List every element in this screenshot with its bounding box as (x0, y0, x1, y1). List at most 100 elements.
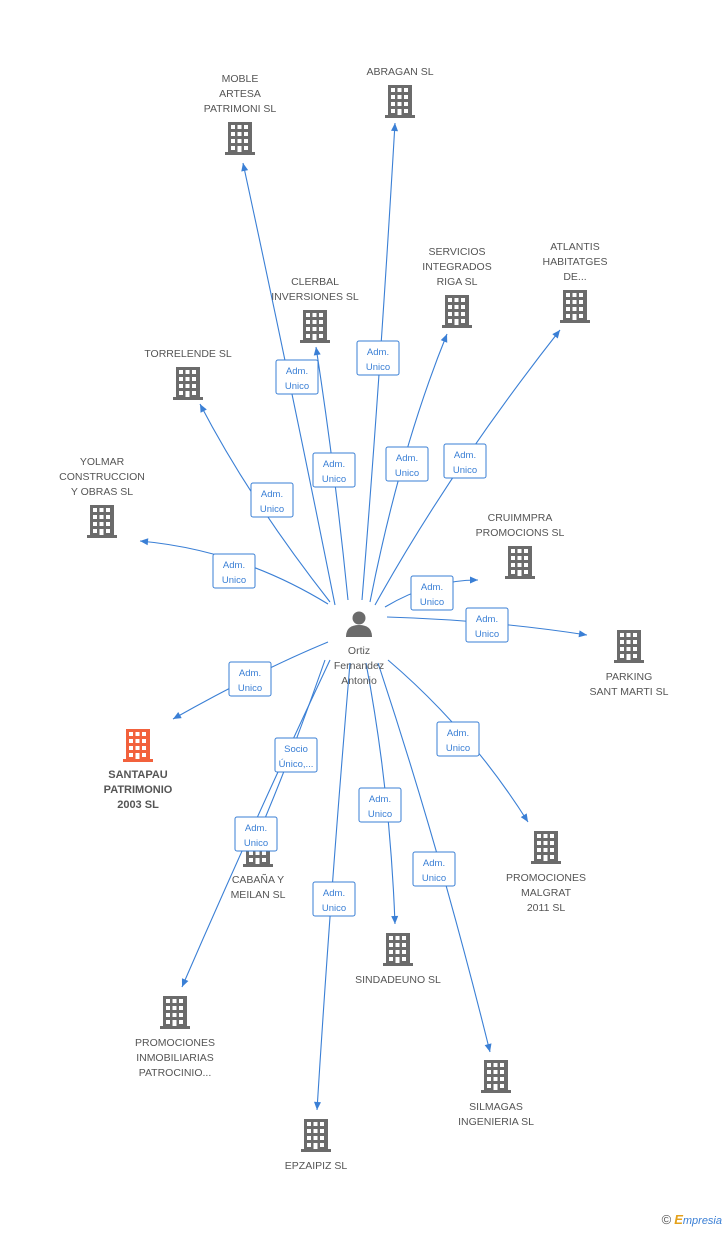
relation-badge-torrelende[interactable]: Adm.Unico (250, 482, 294, 518)
company-name-line: MALGRAT (521, 887, 572, 899)
company-name-line: TORRELENDE SL (144, 348, 231, 360)
building-icon[interactable] (383, 933, 413, 966)
relation-label-line: Único,... (279, 759, 314, 770)
person-name-line: Ortiz (348, 645, 370, 657)
badges-layer: Adm.UnicoAdm.UnicoAdm.UnicoAdm.UnicoAdm.… (212, 340, 509, 917)
company-name-line: MEILAN SL (231, 889, 286, 901)
arrowhead-santapau (173, 712, 182, 719)
relation-label-line: Unico (395, 468, 419, 479)
relation-label-line: Unico (475, 629, 499, 640)
building-icon[interactable] (301, 1119, 331, 1152)
relation-label-line: Adm. (476, 614, 498, 625)
company-name-line: SINDADEUNO SL (355, 974, 441, 986)
arrowhead-yolmar (140, 538, 149, 546)
relation-label-line: Unico (420, 597, 444, 608)
company-node-atlantis[interactable]: ATLANTISHABITATGESDE... (543, 241, 608, 323)
building-icon[interactable] (173, 367, 203, 400)
relation-badge-servicios[interactable]: Adm.Unico (385, 446, 429, 482)
building-icon[interactable] (385, 85, 415, 118)
relation-label-line: Unico (368, 809, 392, 820)
building-icon[interactable] (225, 122, 255, 155)
relation-label-line: Unico (446, 743, 470, 754)
relation-label-line: Adm. (323, 459, 345, 470)
relation-badge-promoinmo[interactable]: Adm.Unico (234, 816, 278, 852)
arrowhead-cruimmpra (470, 576, 478, 584)
company-name-line: CABAÑA Y (232, 873, 284, 886)
relation-badge-silmagas[interactable]: Adm.Unico (412, 851, 456, 887)
company-name-line: 2003 SL (117, 799, 159, 811)
arrowhead-sindadeuno (391, 915, 399, 924)
building-icon[interactable] (87, 505, 117, 538)
relation-badge-cabana[interactable]: SocioÚnico,... (274, 737, 318, 773)
building-icon[interactable] (123, 729, 153, 762)
company-name-line: INVERSIONES SL (271, 291, 359, 303)
company-name-line: MOBLE (222, 73, 259, 85)
company-name-line: PROMOCIONES (135, 1037, 215, 1049)
relation-badge-epzaipiz[interactable]: Adm.Unico (312, 881, 356, 917)
relation-badge-promalgrat[interactable]: Adm. Unico (436, 721, 480, 757)
company-name-line: YOLMAR (80, 456, 125, 468)
company-node-epzaipiz[interactable]: EPZAIPIZ SL (285, 1119, 348, 1172)
relation-label-line: Adm. (369, 794, 391, 805)
person-name-line: Antonio (341, 675, 377, 687)
person-icon[interactable] (346, 611, 372, 638)
relation-badge-moble[interactable]: Adm.Unico (275, 359, 319, 395)
relation-badge-cruimmpra[interactable]: Adm.Unico (410, 575, 454, 611)
company-node-abragan[interactable]: ABRAGAN SL (366, 66, 434, 118)
arrowhead-silmagas (484, 1043, 492, 1052)
company-name-line: SANT MARTI SL (590, 686, 669, 698)
relation-badge-sindadeuno[interactable]: Adm. Unico (358, 787, 402, 823)
company-name-line: CONSTRUCCION (59, 471, 145, 483)
company-name-line: ARTESA (219, 88, 261, 100)
relation-badge-santapau[interactable]: Adm.Unico (228, 661, 272, 697)
company-name-line: CLERBAL (291, 276, 339, 288)
building-icon[interactable] (300, 310, 330, 343)
relation-label-line: Adm. (454, 450, 476, 461)
relation-badge-abragan[interactable]: Adm.Unico (356, 340, 400, 376)
company-name-line: CRUIMMPRA (488, 512, 553, 524)
relation-label-line: Unico (453, 465, 477, 476)
relation-label-line: Adm. (447, 728, 469, 739)
company-node-promoinmo[interactable]: PROMOCIONESINMOBILIARIASPATROCINIO... (135, 996, 215, 1079)
relation-label-line: Unico (366, 362, 390, 373)
relation-label-line: Unico (260, 504, 284, 515)
relation-label-line: Unico (222, 575, 246, 586)
relation-badge-parking[interactable]: Adm. Unico (465, 607, 509, 643)
company-node-sindadeuno[interactable]: SINDADEUNO SL (355, 933, 441, 986)
company-name-line: DE... (563, 271, 586, 283)
building-icon[interactable] (531, 831, 561, 864)
building-icon[interactable] (481, 1060, 511, 1093)
company-name-line: 2011 SL (527, 902, 565, 914)
relation-badge-yolmar[interactable]: Adm.Unico (212, 553, 256, 589)
relation-label-line: Socio (284, 744, 308, 755)
building-icon[interactable] (442, 295, 472, 328)
company-name-line: EPZAIPIZ SL (285, 1160, 348, 1172)
relation-label-line: Unico (285, 381, 309, 392)
relation-badge-clerbal[interactable]: Adm.Unico (312, 452, 356, 488)
company-node-clerbal[interactable]: CLERBAL INVERSIONES SL (271, 276, 359, 343)
arrowhead-moble (241, 163, 249, 172)
arrowhead-parking (578, 630, 587, 638)
company-name-line: SERVICIOS (429, 246, 486, 258)
building-icon[interactable] (560, 290, 590, 323)
building-icon[interactable] (614, 630, 644, 663)
building-icon[interactable] (160, 996, 190, 1029)
arrowhead-servicios (440, 334, 448, 343)
copyright-symbol: © (661, 1212, 672, 1227)
relation-badge-atlantis[interactable]: Adm. Unico (443, 443, 487, 479)
empresia-watermark[interactable]: ©Empresia (662, 1212, 722, 1227)
company-node-torrelende[interactable]: TORRELENDE SL (144, 348, 232, 400)
arrowhead-epzaipiz (314, 1101, 321, 1110)
building-icon[interactable] (505, 546, 535, 579)
